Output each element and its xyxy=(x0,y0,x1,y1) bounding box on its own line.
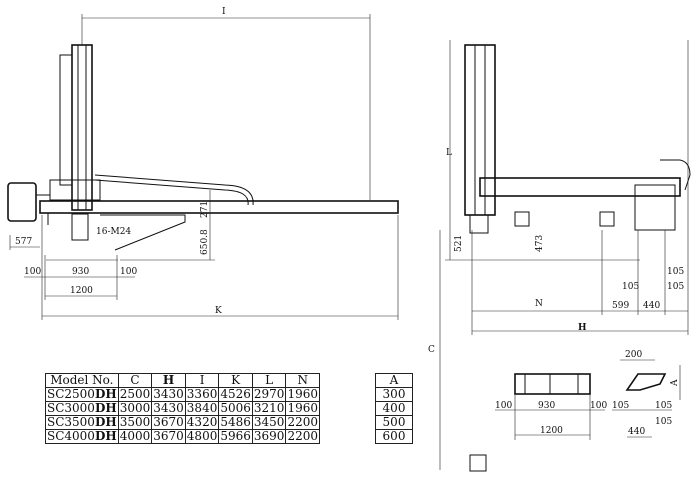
table-cell: 4526 xyxy=(218,387,253,402)
base-bracket xyxy=(47,213,186,251)
table-row: 400 xyxy=(375,401,413,416)
table-cell: 3360 xyxy=(184,387,220,402)
table-cell: N xyxy=(285,373,320,388)
dimension-label: 105 xyxy=(655,417,672,427)
dim-label-h: H xyxy=(578,323,587,333)
dimension-label: 473 xyxy=(535,235,545,252)
table-cell: 2970 xyxy=(251,387,287,402)
dimension-label: 105 xyxy=(667,282,684,292)
table-cell: SC4000DH xyxy=(45,429,119,444)
dimension-label: 271 xyxy=(200,201,210,218)
table-cell: C xyxy=(117,373,153,388)
table-cell: SC3500DH xyxy=(45,415,119,430)
table-cell: 4320 xyxy=(184,415,220,430)
table-row: 600 xyxy=(375,429,413,444)
table-cell: A xyxy=(375,373,413,388)
side-beam xyxy=(479,177,681,197)
table-cell: 2500 xyxy=(117,387,153,402)
dim-label-a: A xyxy=(670,379,680,387)
a-table: A 300 400 500 600 xyxy=(375,373,413,444)
table-cell: Model No. xyxy=(45,373,119,388)
table-cell: 3450 xyxy=(251,415,287,430)
table-cell: 3500 xyxy=(117,415,153,430)
base-plate-front xyxy=(514,373,591,395)
table-cell: 3670 xyxy=(151,429,186,444)
vertical-column xyxy=(71,44,93,211)
base-detail: 100 930 100 1200 200 A 105 105 105 440 xyxy=(495,350,681,440)
dim-label-l: L xyxy=(446,148,452,158)
table-cell: 500 xyxy=(375,415,413,430)
dimension-label: 521 xyxy=(454,235,464,252)
table-row: 500 xyxy=(375,415,413,430)
table-cell: 5006 xyxy=(218,401,253,416)
table-cell: 3000 xyxy=(117,401,153,416)
dimension-label: 440 xyxy=(628,427,645,437)
base-plate-side xyxy=(625,373,667,391)
dimension-label: 100 xyxy=(120,267,137,277)
table-cell: 3690 xyxy=(251,429,287,444)
dimension-label: 577 xyxy=(15,237,32,247)
cable-chain xyxy=(94,174,254,206)
table-cell: 2200 xyxy=(285,429,320,444)
dimension-label: 650.8 xyxy=(200,229,210,255)
dimension-label: 105 xyxy=(622,282,639,292)
table-cell: 3670 xyxy=(151,415,186,430)
table-cell: 5966 xyxy=(218,429,253,444)
table-cell: 4000 xyxy=(117,429,153,444)
dimension-label: 100 xyxy=(24,267,41,277)
table-header-row: Model No. C H I K L N xyxy=(45,373,320,388)
table-cell: 1960 xyxy=(285,401,320,416)
table-cell: 600 xyxy=(375,429,413,444)
dimension-label: 930 xyxy=(538,401,555,411)
dimension-label: 105 xyxy=(612,401,629,411)
side-view: L C 521 473 105 105 105 N 599 440 H xyxy=(428,40,691,472)
dim-label-c: C xyxy=(428,345,435,355)
table-cell: 3840 xyxy=(184,401,220,416)
dimension-label: 105 xyxy=(655,401,672,411)
dimension-label: 1200 xyxy=(70,286,93,296)
table-cell: SC3000DH xyxy=(45,401,119,416)
table-cell: K xyxy=(218,373,253,388)
table-cell: L xyxy=(251,373,287,388)
table-cell: 3430 xyxy=(151,401,186,416)
table-row: 300 xyxy=(375,387,413,402)
table-cell: H xyxy=(151,373,186,388)
dimension-label: 440 xyxy=(643,301,660,311)
table-cell: 400 xyxy=(375,401,413,416)
dimension-label: 200 xyxy=(625,350,642,360)
dim-label-n: N xyxy=(535,299,543,309)
dimension-label: 105 xyxy=(667,267,684,277)
dimension-label: 930 xyxy=(72,267,89,277)
table-cell: 3210 xyxy=(251,401,287,416)
dim-label-k: K xyxy=(215,306,222,316)
table-cell: I xyxy=(184,373,220,388)
table-cell: SC2500DH xyxy=(45,387,119,402)
dimension-label: 1200 xyxy=(540,426,563,436)
dimension-label: 100 xyxy=(590,401,607,411)
dimension-label: 100 xyxy=(495,401,512,411)
dimension-label: 599 xyxy=(612,301,629,311)
table-cell: 4800 xyxy=(184,429,220,444)
table-cell: 300 xyxy=(375,387,413,402)
horizontal-beam xyxy=(39,200,399,214)
table-cell: 2200 xyxy=(285,415,320,430)
motor xyxy=(7,182,37,222)
table-cell: 3430 xyxy=(151,387,186,402)
front-view: I 577 16-M24 100 930 100 1200 271 650.8 … xyxy=(7,7,399,320)
dim-label-i: I xyxy=(222,7,226,17)
table-cell: 5486 xyxy=(218,415,253,430)
bolt-label: 16-M24 xyxy=(96,227,131,237)
table-cell: 1960 xyxy=(285,387,320,402)
